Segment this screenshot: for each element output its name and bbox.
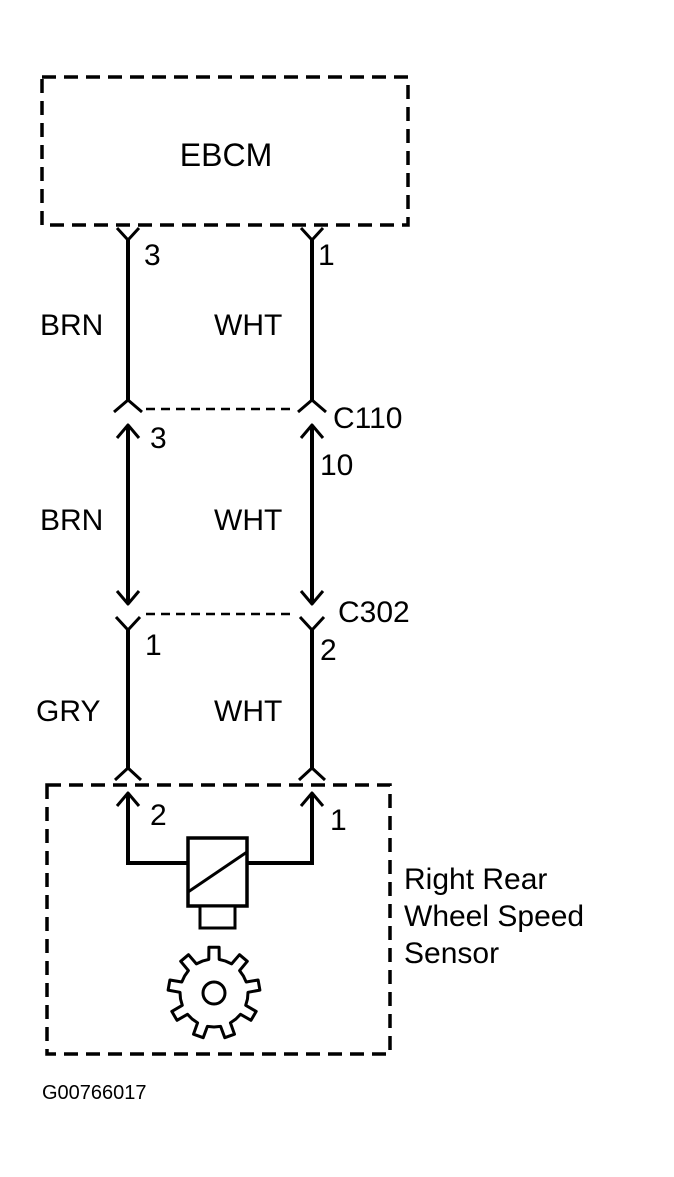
c302-pin-wht: 2 — [320, 634, 337, 667]
c302-male-right — [299, 590, 325, 606]
c110-female-left — [113, 398, 143, 414]
ebcm-module-box — [40, 75, 410, 227]
c110-female-right — [297, 398, 327, 414]
ebcm-label: EBCM — [180, 137, 272, 173]
c110-pin-brn: 3 — [150, 422, 167, 455]
sensor-female-right — [297, 766, 327, 782]
sensor-pin-wht: 1 — [330, 804, 347, 837]
sensor-lead-left — [126, 793, 188, 865]
tone-wheel-gear-icon — [166, 945, 262, 1040]
sensor-label-line3: Sensor — [404, 937, 499, 970]
sensor-label-line2: Wheel Speed — [404, 900, 584, 933]
wire-lower-left-color: GRY — [36, 695, 100, 728]
c302-male-left — [115, 590, 141, 606]
sensor-lead-right — [247, 793, 314, 865]
c302-pin-gry: 1 — [145, 629, 162, 662]
wire-lower-right-color: WHT — [214, 695, 282, 728]
wire-middle-right-color: WHT — [214, 504, 282, 537]
sensor-female-left — [113, 766, 143, 782]
sensor-pin-gry: 2 — [150, 799, 167, 832]
ebcm-pin-wht: 1 — [318, 239, 335, 272]
wire-upper-left-color: BRN — [40, 309, 103, 342]
wire-middle-left-color: BRN — [40, 504, 103, 537]
c110-pin-wht: 10 — [320, 449, 353, 482]
sensor-module-box — [45, 783, 392, 1056]
wire-upper-right-color: WHT — [214, 309, 282, 342]
ebcm-pin-brn: 3 — [144, 239, 161, 272]
c302-connector-label: C302 — [338, 596, 410, 629]
sensor-label-line1: Right Rear — [404, 863, 547, 896]
figure-id: G00766017 — [42, 1082, 147, 1104]
wheel-speed-sensor-icon — [186, 836, 249, 930]
c110-connector-label: C110 — [333, 402, 403, 435]
